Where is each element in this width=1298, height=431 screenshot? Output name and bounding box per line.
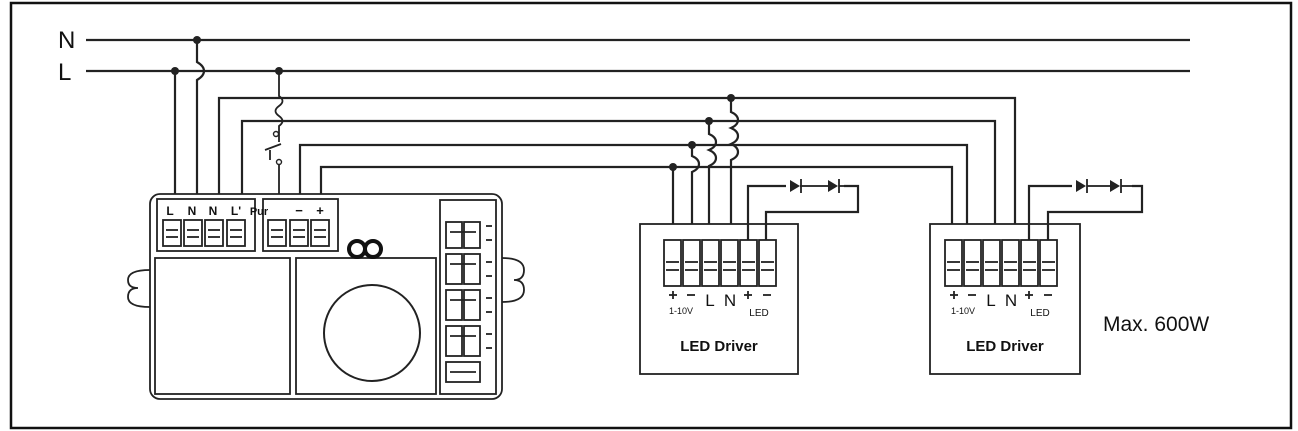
- led-load-2: [1027, 179, 1144, 240]
- sensor-terminal-label-pur: Pur: [250, 206, 269, 218]
- motion-sensor-unit: L N N L' Pur − +: [127, 193, 525, 400]
- sensor-supply-wires: [173, 40, 1017, 232]
- sensor-lens: [323, 284, 421, 382]
- driver1-tap-wires: [669, 94, 740, 232]
- led-driver-2-l-label: L: [986, 291, 995, 310]
- infinity-icon: [347, 239, 383, 259]
- max-power-label: Max. 600W: [1103, 313, 1209, 336]
- sensor-terminal-label-n: N: [188, 204, 197, 218]
- neutral-bus-label: N: [58, 27, 75, 54]
- led-driver-1-dim-label: 1-10V: [669, 306, 693, 316]
- sensor-terminal-label-l-out: L': [231, 204, 241, 218]
- led-driver-1: 1-10V L N LED LED Driver: [639, 223, 799, 375]
- led-driver-2-dim-label: 1-10V: [951, 306, 975, 316]
- sensor-terminal-label-minus: −: [295, 203, 303, 218]
- sensor-terminal-screws: [162, 219, 330, 247]
- led-load-1: [746, 179, 860, 240]
- sensor-terminal-label-l: L: [166, 204, 173, 218]
- diagram-frame: [9, 1, 1293, 430]
- dip-switch-panel: [439, 199, 497, 395]
- led-driver-1-title: LED Driver: [680, 338, 758, 355]
- led-driver-2-led-label: LED: [1030, 308, 1049, 319]
- led-driver-1-terminals: [663, 239, 777, 287]
- led-driver-1-led-label: LED: [749, 308, 768, 319]
- led-driver-2: 1-10V L N LED LED Driver: [929, 223, 1081, 375]
- led-driver-2-n-label: N: [1005, 291, 1017, 310]
- sensor-terminal-label-plus: +: [316, 203, 324, 218]
- led-driver-2-polarity-marks: [950, 291, 1052, 299]
- bus-junctions: [171, 36, 283, 75]
- led-driver-2-title: LED Driver: [966, 338, 1044, 355]
- sensor-terminal-label-n-out: N: [209, 204, 218, 218]
- led-driver-1-polarity-marks: [669, 291, 771, 299]
- led-driver-1-n-label: N: [724, 291, 736, 310]
- line-bus-label: L: [58, 59, 71, 86]
- led-driver-1-l-label: L: [705, 291, 714, 310]
